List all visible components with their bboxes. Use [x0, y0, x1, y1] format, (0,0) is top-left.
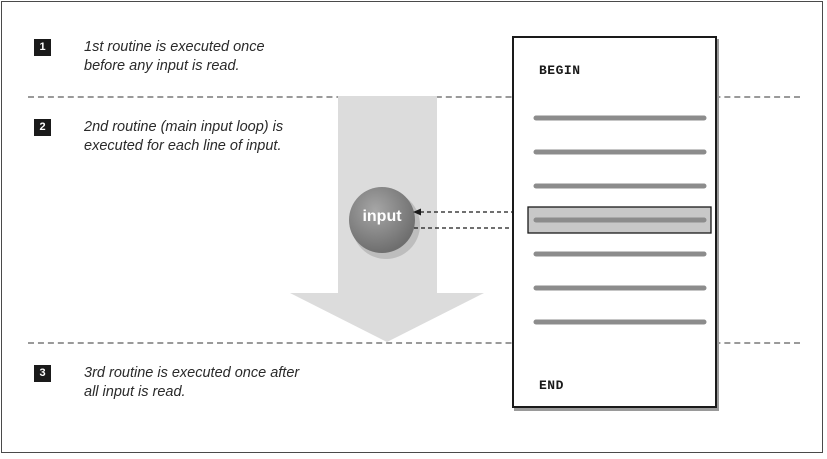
step-1-description: 1st routine is executed once before any … [84, 38, 265, 76]
step-3-badge: 3 [34, 365, 51, 382]
begin-label: BEGIN [539, 63, 581, 78]
step-3-description: 3rd routine is executed once after all i… [84, 364, 299, 402]
step-1-line-1: 1st routine is executed once [84, 39, 265, 55]
step-2-line-1: 2nd routine (main input loop) is [84, 119, 284, 135]
program-panel: BEGIN END [512, 36, 717, 408]
step-3-line-1: 3rd routine is executed once after [84, 365, 300, 381]
step-2-description: 2nd routine (main input loop) is execute… [84, 118, 283, 156]
input-bubble-label: input [362, 208, 402, 225]
input-lines [527, 115, 712, 325]
end-label: END [539, 378, 564, 393]
input-bubble [349, 187, 415, 253]
step-3-line-2: all input is read. [84, 384, 186, 400]
section-divider-bottom [28, 342, 800, 344]
step-2-line-2: executed for each line of input. [84, 138, 282, 154]
step-2-badge: 2 [34, 119, 51, 136]
read-arrow-head [413, 208, 421, 216]
step-1-badge: 1 [34, 39, 51, 56]
step-1-line-2: before any input is read. [84, 58, 240, 74]
